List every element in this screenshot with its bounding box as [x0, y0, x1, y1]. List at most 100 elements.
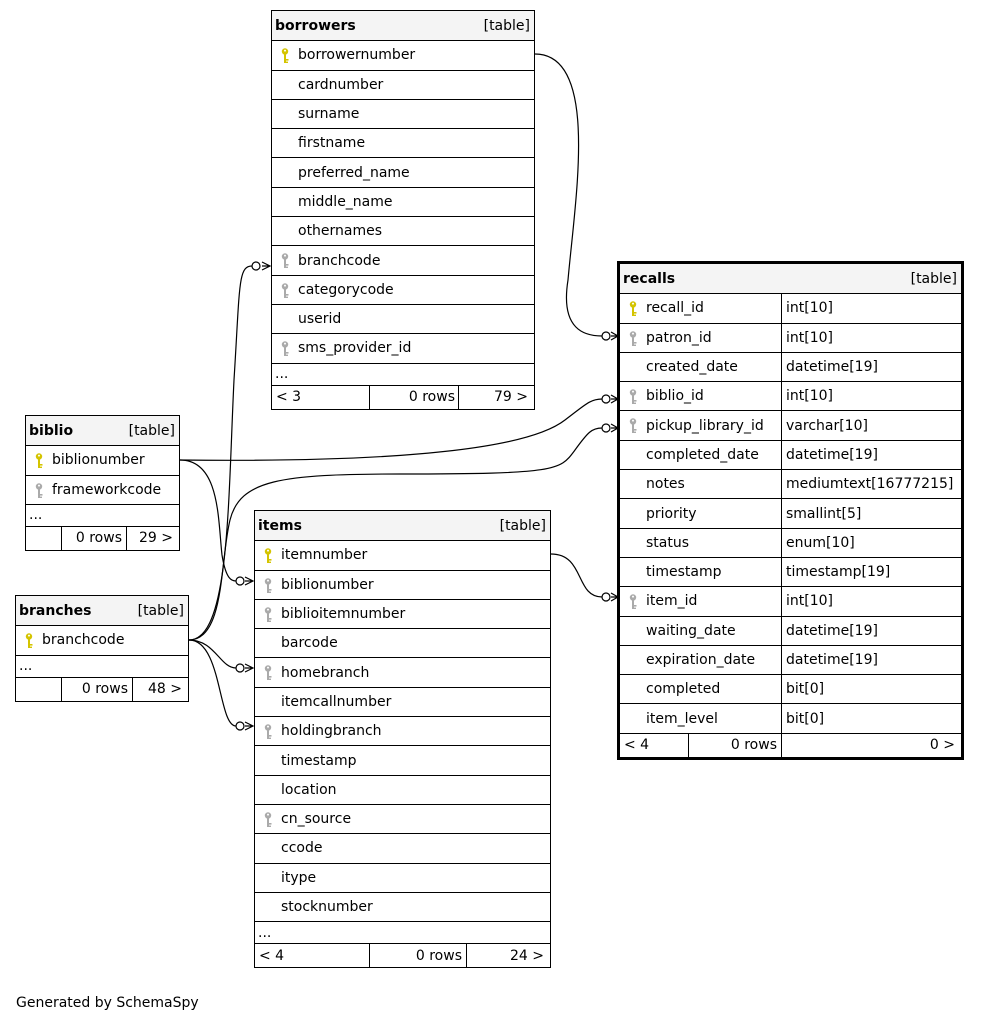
column-row-cardnumber[interactable]: cardnumber [272, 69, 534, 99]
column-row-othernames[interactable]: othernames [272, 216, 534, 245]
table-footer: < 4 0 rows 24 > [255, 943, 550, 968]
column-row-middle-name[interactable]: middle_name [272, 186, 534, 216]
column-row-biblionumber[interactable]: biblionumber [26, 445, 179, 474]
column-name: biblioitemnumber [281, 606, 406, 623]
table-biblio[interactable]: biblio [table] biblionumber frameworkcode… [25, 415, 180, 551]
column-name: othernames [298, 223, 383, 240]
column-type: int[10] [781, 587, 961, 616]
edge-biblio-recalls [179, 398, 603, 461]
column-row-homebranch[interactable]: homebranch [255, 657, 550, 686]
parents-link[interactable]: < 4 [259, 947, 285, 964]
table-header[interactable]: biblio [table] [26, 416, 179, 446]
more-columns: ... [255, 921, 550, 943]
more-columns: ... [272, 362, 534, 385]
column-row-biblionumber[interactable]: biblionumber [255, 569, 550, 599]
column-type: bit[0] [781, 675, 961, 704]
children-link[interactable]: 29 > [126, 526, 179, 550]
parents-link[interactable] [26, 527, 61, 550]
column-row-sms-provider-id[interactable]: sms_provider_id [272, 333, 534, 362]
table-branches[interactable]: branches [table] branchcode ... 0 rows 4… [15, 595, 189, 702]
column-row-barcode[interactable]: barcode [255, 628, 550, 657]
parents-link[interactable]: < 3 [276, 389, 302, 406]
column-row-ccode[interactable]: ccode [255, 833, 550, 862]
column-row-borrowernumber[interactable]: borrowernumber [272, 40, 534, 69]
column-row-holdingbranch[interactable]: holdingbranch [255, 716, 550, 745]
table-name: recalls [623, 270, 676, 287]
column-row-location[interactable]: location [255, 774, 550, 804]
table-borrowers[interactable]: borrowers [table] borrowernumber cardnumb… [271, 10, 535, 410]
table-type-tag: [table] [483, 17, 530, 34]
parents-link[interactable] [16, 678, 61, 701]
column-row-biblioitemnumber[interactable]: biblioitemnumber [255, 598, 550, 628]
column-row-itemcallnumber[interactable]: itemcallnumber [255, 686, 550, 716]
column-row-frameworkcode[interactable]: frameworkcode [26, 474, 179, 504]
children-link[interactable]: 48 > [132, 677, 188, 701]
column-name: preferred_name [298, 164, 410, 181]
column-row-surname[interactable]: surname [272, 98, 534, 128]
column-name: firstname [298, 135, 366, 152]
table-type-tag: [table] [910, 270, 957, 287]
column-row-branchcode[interactable]: branchcode [16, 625, 188, 654]
column-name: frameworkcode [52, 481, 162, 498]
column-row-timestamp[interactable]: timestamp [255, 745, 550, 774]
column-row-firstname[interactable]: firstname [272, 128, 534, 157]
edge-items-recalls [550, 553, 603, 598]
foreign-key-icon [264, 577, 272, 593]
edge-biblio-items [179, 459, 237, 582]
children-link[interactable]: 24 > [466, 944, 550, 968]
column-name: itemcallnumber [281, 693, 392, 710]
table-footer: < 3 0 rows 79 > [272, 384, 534, 409]
foreign-key-icon [281, 253, 289, 269]
column-row-itype[interactable]: itype [255, 862, 550, 892]
parents-link[interactable]: < 4 [624, 737, 650, 754]
column-row-userid[interactable]: userid [272, 303, 534, 333]
column-name: branchcode [42, 632, 125, 649]
column-row-itemnumber[interactable]: itemnumber [255, 540, 550, 569]
column-name: itype [281, 869, 317, 886]
column-name: homebranch [281, 664, 370, 681]
column-type: int[10] [781, 382, 961, 411]
primary-key-icon [264, 548, 272, 564]
column-name: priority [646, 505, 697, 522]
column-row-categorycode[interactable]: categorycode [272, 274, 534, 304]
column-row-branchcode[interactable]: branchcode [272, 245, 534, 274]
table-header[interactable]: items [table] [255, 511, 550, 541]
table-footer: 0 rows 48 > [16, 676, 188, 701]
column-row-cn-source[interactable]: cn_source [255, 803, 550, 833]
column-row-preferred-name[interactable]: preferred_name [272, 157, 534, 186]
foreign-key-icon [264, 607, 272, 622]
column-row-priority[interactable]: priority smallint[5] [620, 498, 961, 528]
table-header[interactable]: branches [table] [16, 596, 188, 626]
column-name: borrowernumber [298, 47, 416, 64]
edge-branches-borrowers [188, 265, 253, 641]
table-name: items [258, 517, 302, 534]
children-link[interactable]: 79 > [458, 385, 534, 409]
column-type: timestamp[19] [781, 557, 961, 587]
table-header[interactable]: recalls [table] [620, 264, 961, 294]
table-header[interactable]: borrowers [table] [272, 11, 534, 41]
row-count: 0 rows [688, 733, 781, 757]
foreign-key-icon [629, 418, 637, 434]
row-count: 0 rows [61, 677, 132, 701]
children-link[interactable]: 0 > [781, 733, 961, 757]
column-type: smallint[5] [781, 499, 961, 528]
column-row-stocknumber[interactable]: stocknumber [255, 891, 550, 921]
